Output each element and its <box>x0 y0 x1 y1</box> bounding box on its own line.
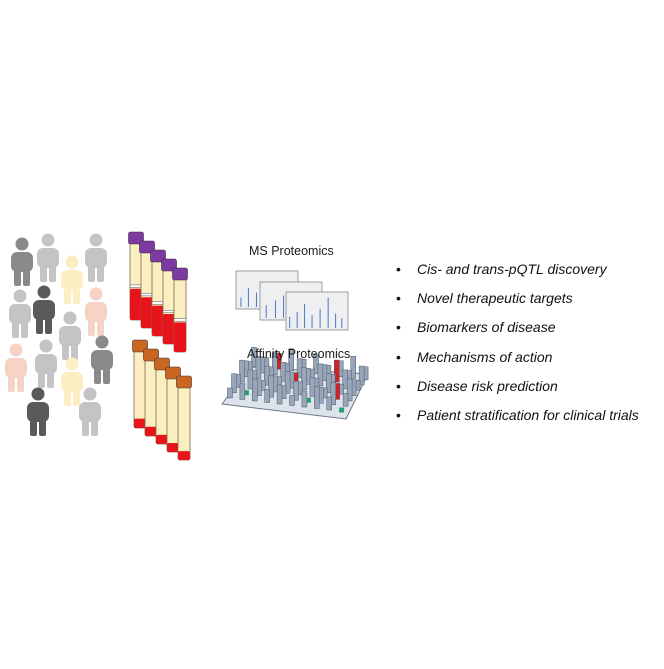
person-icon <box>85 233 107 282</box>
application-item: Patient stratification for clinical tria… <box>394 402 639 431</box>
array-pillar <box>264 389 270 403</box>
array-pillar <box>314 386 320 409</box>
array-pillar <box>284 371 291 394</box>
array-pillar <box>301 390 308 408</box>
sample-tubes <box>128 231 192 461</box>
array-green-spot <box>243 390 249 396</box>
person-icon <box>37 233 59 282</box>
array-pillar <box>346 378 353 402</box>
array-green-spot <box>305 397 311 403</box>
array-pillar <box>317 363 324 387</box>
person-icon <box>61 255 83 304</box>
ms-proteomics-label: MS Proteomics <box>249 244 334 258</box>
person-icon <box>59 311 81 360</box>
array-green-spot <box>339 407 345 413</box>
person-icon <box>11 237 33 286</box>
person-icon <box>85 287 107 336</box>
ms-spectra-panels <box>235 270 349 331</box>
array-pillar <box>288 348 294 372</box>
affinity-array-chip <box>221 347 369 420</box>
array-pillar <box>239 383 246 400</box>
tube-cap <box>161 258 177 272</box>
applications-list: Cis- and trans-pQTL discovery Novel ther… <box>394 256 639 431</box>
sample-tube <box>150 249 166 337</box>
sample-tube <box>128 231 144 321</box>
person-icon <box>33 285 55 334</box>
array-pillar <box>293 380 299 401</box>
tube-cap <box>143 348 159 362</box>
tube-cap <box>165 366 181 380</box>
person-icon <box>79 387 101 436</box>
tube-cap <box>139 240 155 254</box>
person-icon <box>61 357 83 406</box>
array-pillar <box>334 359 340 383</box>
person-icon <box>27 387 49 436</box>
array-pillar <box>326 396 332 411</box>
array-pillar <box>301 367 307 390</box>
sample-tube <box>139 240 155 329</box>
population-cohort <box>5 233 113 436</box>
array-pillar <box>276 384 283 405</box>
tube-cap <box>154 357 170 371</box>
tube-cap <box>132 339 148 353</box>
tube-cap <box>150 249 166 263</box>
array-pillar <box>231 373 237 393</box>
array-pillar <box>227 387 233 399</box>
array-pillar <box>255 356 262 379</box>
application-item: Cis- and trans-pQTL discovery <box>394 256 639 285</box>
application-item: Mechanisms of action <box>394 344 639 373</box>
array-pillar <box>268 374 274 398</box>
application-item: Disease risk prediction <box>394 373 639 402</box>
person-icon <box>9 289 31 338</box>
array-pillar <box>272 352 278 375</box>
application-item: Biomarkers of disease <box>394 314 639 343</box>
array-pillar <box>342 392 349 407</box>
sample-tube <box>154 357 170 445</box>
spectrum-panel <box>285 291 349 331</box>
array-pillar <box>239 359 245 383</box>
tube-cap <box>176 375 192 389</box>
array-pillar <box>252 378 258 402</box>
person-icon <box>35 339 57 388</box>
sample-tube <box>176 375 192 461</box>
person-icon <box>91 335 113 384</box>
sample-tube <box>172 267 188 353</box>
tube-cap <box>172 267 188 281</box>
array-pillar <box>358 365 365 386</box>
person-icon <box>5 343 27 392</box>
array-pillar <box>350 356 356 379</box>
array-pillar <box>289 395 295 406</box>
tube-cap <box>128 231 144 245</box>
sample-tube <box>143 348 159 437</box>
application-item: Novel therapeutic targets <box>394 285 639 314</box>
array-pillar <box>330 382 336 405</box>
affinity-proteomics-label: Affinity Proteomics <box>247 347 351 361</box>
